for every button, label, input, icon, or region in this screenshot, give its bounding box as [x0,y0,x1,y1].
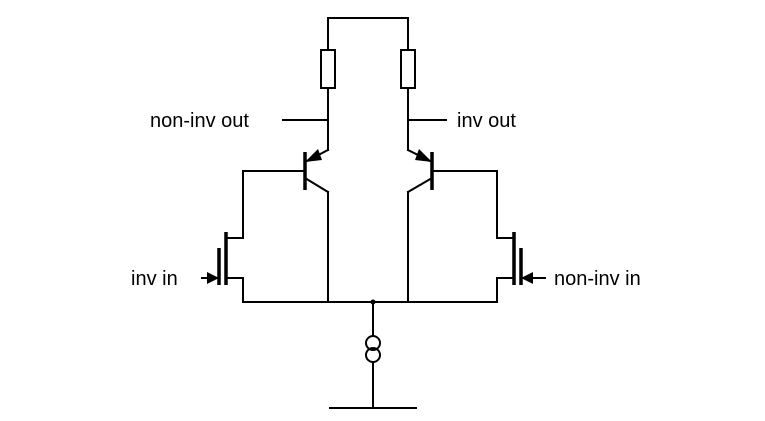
label-inv-out: inv out [457,110,516,132]
label-non-inv-in: non-inv in [554,268,641,290]
pnp-transistor-right [406,148,498,303]
load-resistor-left [320,49,336,151]
fet-transistor-left [201,170,244,303]
label-non-inv-out: non-inv out [150,110,249,132]
current-source [365,301,381,409]
pnp-transistor-left [242,148,330,303]
load-resistor-right [400,49,416,151]
label-inv-in: inv in [131,268,178,290]
fet-transistor-right [496,170,546,303]
top-rail [327,17,409,51]
